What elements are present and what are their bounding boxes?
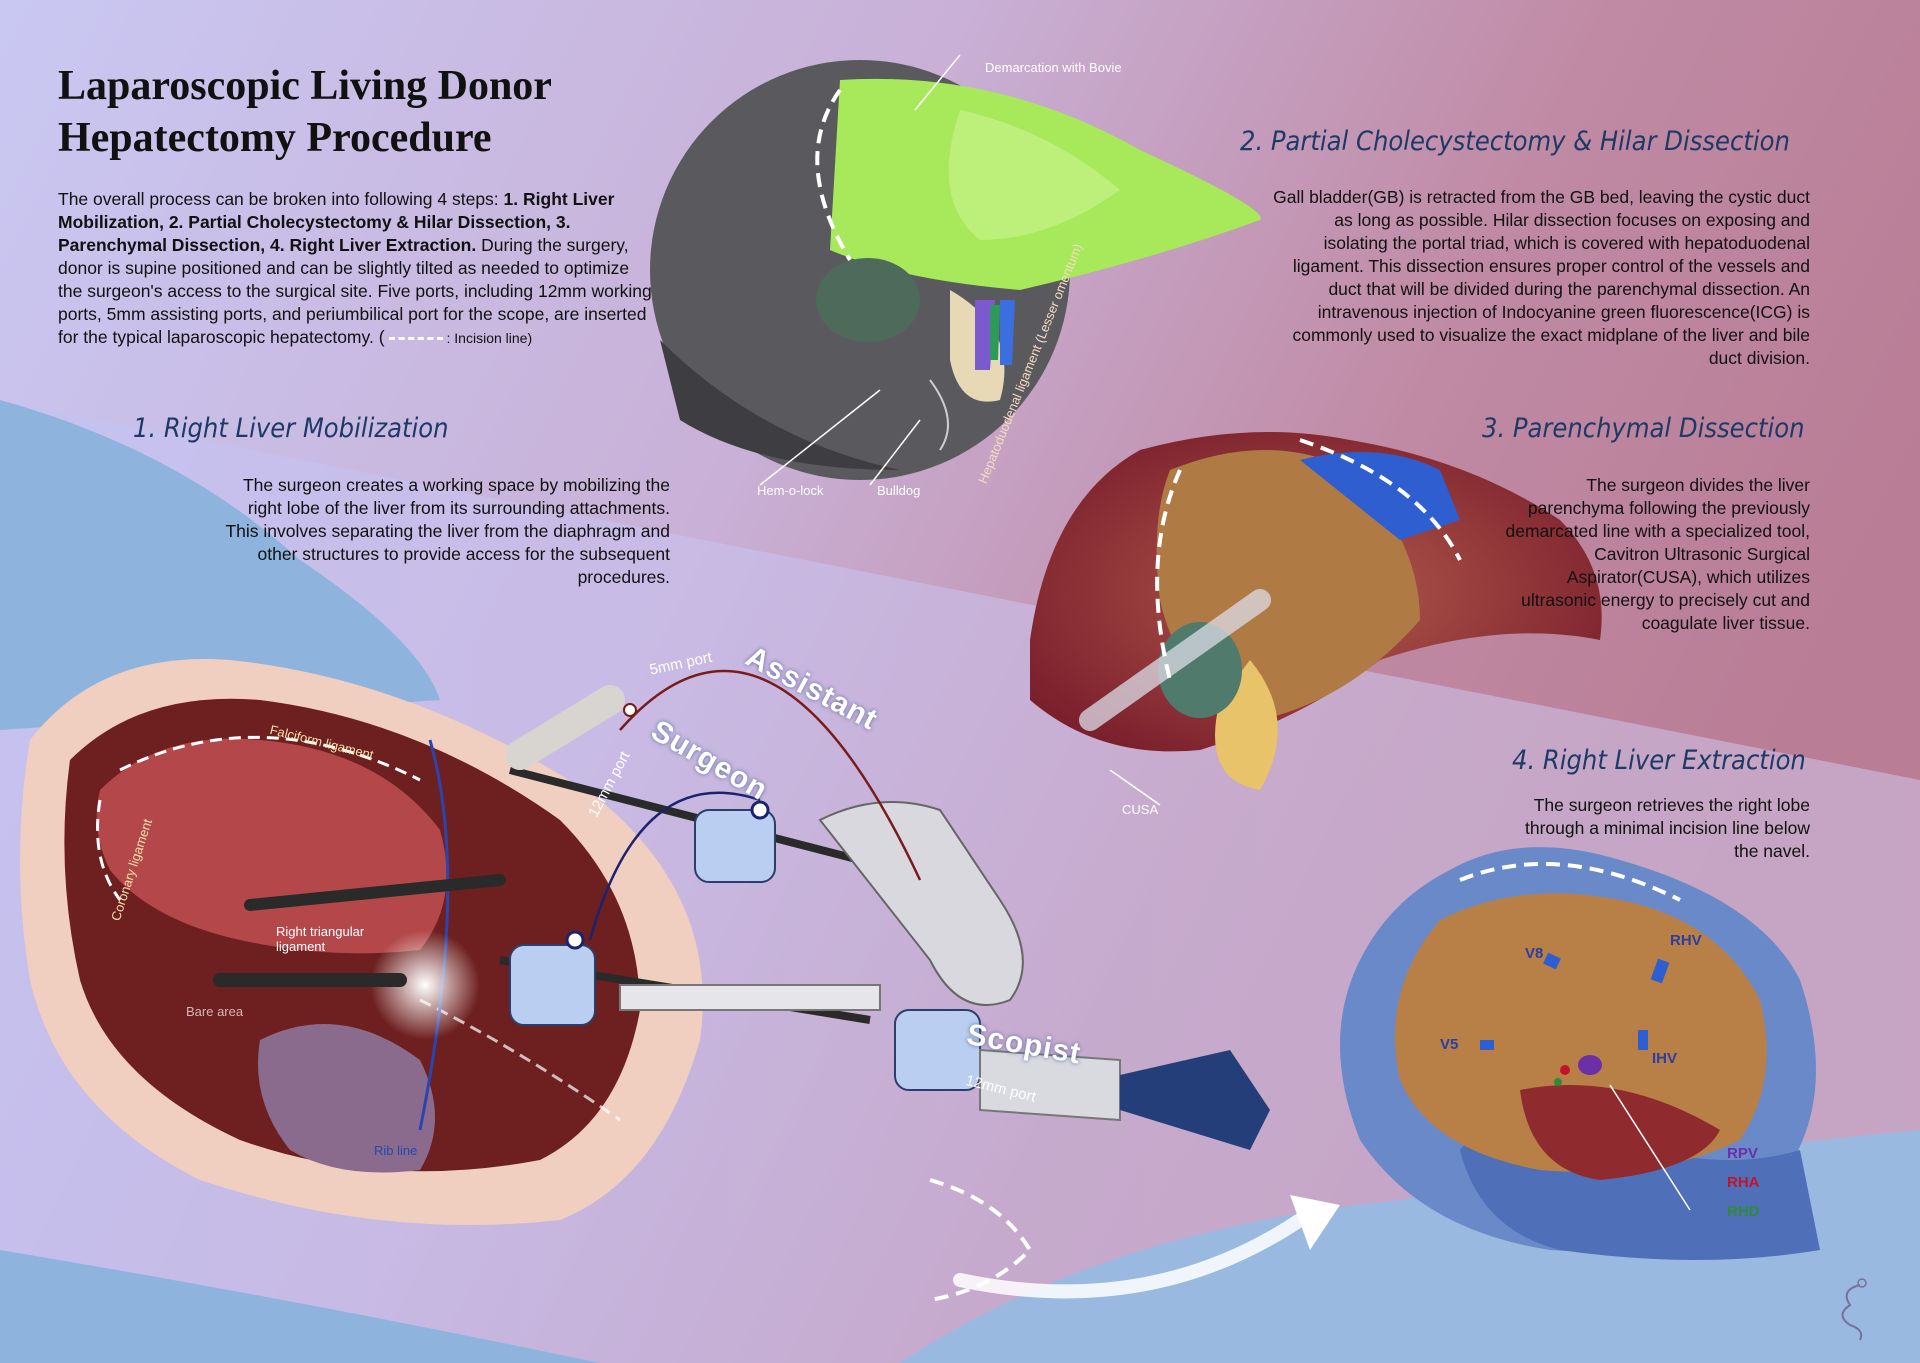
step-2-heading: 2. Partial Cholecystectomy & Hilar Disse… [1240, 126, 1790, 157]
label-hem-o-lock: Hem-o-lock [757, 483, 824, 498]
step-4-heading: 4. Right Liver Extraction [1512, 745, 1806, 776]
incision-line-sample [388, 336, 443, 340]
label-v8: V8 [1525, 945, 1544, 962]
page-title-line-2: Hepatectomy Procedure [58, 115, 492, 161]
label-rhv: RHV [1670, 932, 1702, 949]
label-demarcation: Demarcation with Bovie [985, 60, 1122, 75]
signature-icon [1841, 1278, 1867, 1341]
incision-legend: ( : Incision line) [379, 327, 532, 347]
parenchymal-dissection-illustration [1030, 432, 1602, 790]
right-liver-mobilization-illustration [20, 659, 871, 1225]
intro-steps: 1. Right Liver Mobilization, 2. Partial … [58, 189, 615, 255]
step-2-text: Gall bladder(GB) is retracted from the G… [1273, 187, 1810, 368]
incision-legend-label: : Incision line) [446, 330, 533, 346]
page-title: Laparoscopic Living Donor Hepatectomy Pr… [58, 60, 698, 164]
intro-lead: The overall process can be broken into f… [58, 189, 499, 209]
step-3-heading: 3. Parenchymal Dissection [1482, 413, 1805, 444]
label-right-triangular-ligament: Right triangular ligament [276, 924, 365, 954]
label-bulldog: Bulldog [877, 483, 921, 498]
label-v5: V5 [1440, 1036, 1459, 1053]
intro-body: During the surgery, donor is supine posi… [58, 235, 652, 347]
step-1-heading: 1. Right Liver Mobilization [133, 413, 449, 444]
label-rhd: RHD [1727, 1203, 1760, 1220]
page-title-line-1: Laparoscopic Living Donor [58, 63, 552, 109]
label-cusa: CUSA [1122, 802, 1159, 817]
intro-paragraph: The overall process can be broken into f… [58, 188, 658, 350]
incision-legend-open: ( [378, 327, 385, 347]
label-rib-line: Rib line [374, 1143, 418, 1158]
extraction-arrow-icon [1290, 1195, 1340, 1250]
label-ihv: IHV [1652, 1050, 1678, 1067]
label-rha: RHA [1727, 1174, 1760, 1191]
step-3-text: The surgeon divides the liver parenchyma… [1505, 475, 1810, 633]
surgical-drape-left [0, 400, 440, 730]
step-4-text: The surgeon retrieves the right lobe thr… [1524, 795, 1810, 861]
label-bare-area: Bare area [186, 1004, 244, 1019]
trocar-surgeon [509, 809, 981, 1091]
hilar-dissection-illustration [650, 60, 1261, 480]
right-liver-extraction-illustration [1340, 847, 1820, 1260]
step-1-text: The surgeon creates a working space by m… [225, 475, 670, 587]
label-rpv: RPV [1727, 1145, 1758, 1162]
